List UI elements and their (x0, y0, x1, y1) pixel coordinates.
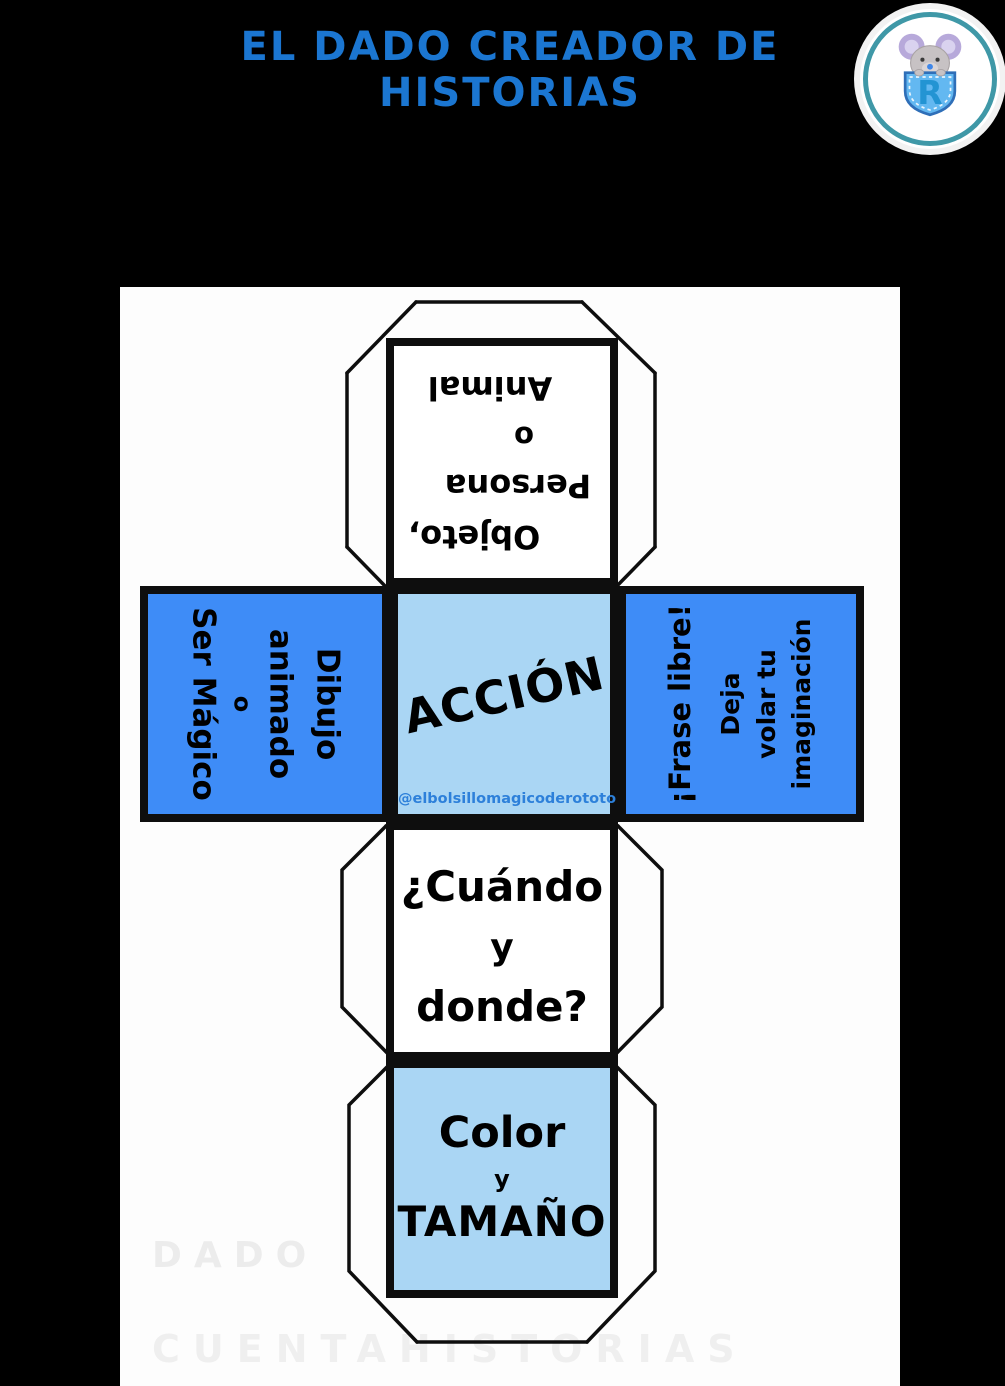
watermark-dado: DADO (152, 1235, 319, 1276)
face-line: Color (438, 1108, 566, 1158)
die-face-frase-libre: ¡Frase libre! Deja volar tu imaginación (618, 586, 864, 822)
rotated-text-block: Dibujo animado o Ser Mágico (180, 594, 351, 814)
face-line: Dibujo (309, 647, 346, 761)
face-line: volar tu (751, 649, 781, 759)
face-line: y (494, 1165, 510, 1193)
face-line: imaginación (786, 618, 816, 790)
face-line: Objeto, (408, 518, 541, 556)
dice-template-sheet: DADO CUENTAHISTORIAS Objeto, (120, 287, 900, 1386)
logo-letter: R (917, 73, 943, 112)
page-title: EL DADO CREADOR DE HISTORIAS (240, 24, 780, 116)
die-face-cuando-y-donde: ¿Cuándo y donde? (386, 822, 618, 1060)
rotated-text-block: ¡Frase libre! Deja volar tu imaginación (663, 594, 820, 814)
face-title: ¡Frase libre! (662, 604, 697, 804)
rotated-text-block: Objeto, Persona o Animal (394, 346, 610, 578)
instagram-handle: @elbolsillomagicoderototo (398, 791, 617, 807)
die-face-accion: ACCIÓN @elbolsillomagicoderototo (390, 586, 618, 822)
face-line: y (490, 927, 514, 968)
die-face-objeto-persona-animal: Objeto, Persona o Animal (386, 338, 618, 586)
watermark-cuentahistorias: CUENTAHISTORIAS (152, 1327, 748, 1371)
face-line: Animal (427, 369, 553, 408)
face-line: Ser Mágico (185, 607, 222, 801)
face-line: animado (262, 628, 299, 780)
face-line: o (228, 695, 257, 713)
face-line: o (514, 419, 534, 454)
face-line: ¿Cuándo (400, 862, 604, 911)
face-line: Persona (444, 466, 592, 505)
face-line: TAMAÑO (397, 1197, 607, 1246)
face-line: Deja (715, 672, 745, 736)
brand-logo: R (860, 9, 1000, 149)
die-face-color-y-tamano: Color y TAMAÑO (386, 1060, 618, 1298)
face-line: donde? (416, 982, 588, 1031)
die-face-dibujo-animado: Dibujo animado o Ser Mágico (140, 586, 390, 822)
mouse-in-pocket-icon (898, 33, 962, 117)
face-title: ACCIÓN (398, 645, 610, 745)
